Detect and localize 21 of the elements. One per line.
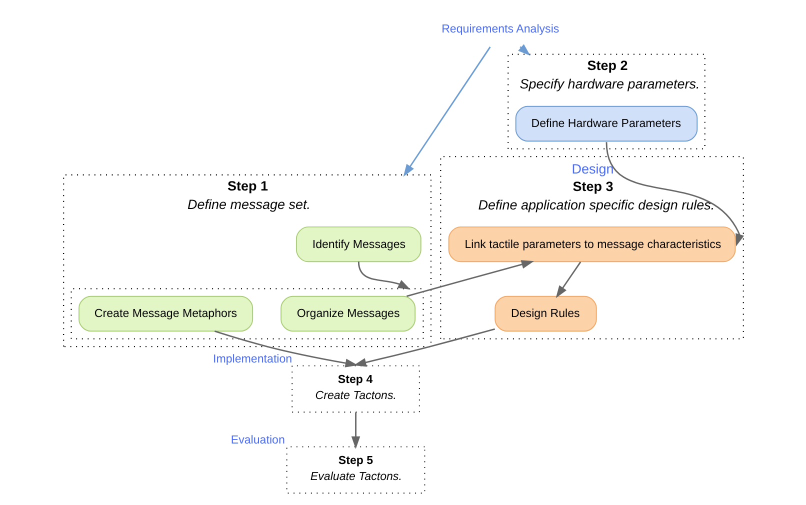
node-box: Design Rules [494,296,596,332]
node-box: Define Hardware Parameters [514,106,698,142]
node-box: Link tactile parameters to message characteristics [448,226,736,262]
arrow [214,330,358,368]
arrow [353,328,495,367]
arrow [357,262,410,290]
node-box: Step 5 Evaluate Tactons. [286,446,425,494]
node-box: Create Message Metaphors [78,296,253,332]
arrow [350,412,360,449]
node-label: Design [571,162,614,177]
node-box: Step 4 Create Tactons. [291,365,420,413]
node-label: Implementation [212,354,292,366]
node-box: Organize Messages [280,296,416,332]
cluster [70,288,424,340]
arrow [555,262,581,298]
arrow [402,46,490,177]
arrow [406,260,534,297]
node-label: Evaluation [230,434,284,447]
arrow [605,142,744,246]
node-box: Identify Messages [295,226,421,262]
node-text: Requirements Analysis [441,24,559,36]
